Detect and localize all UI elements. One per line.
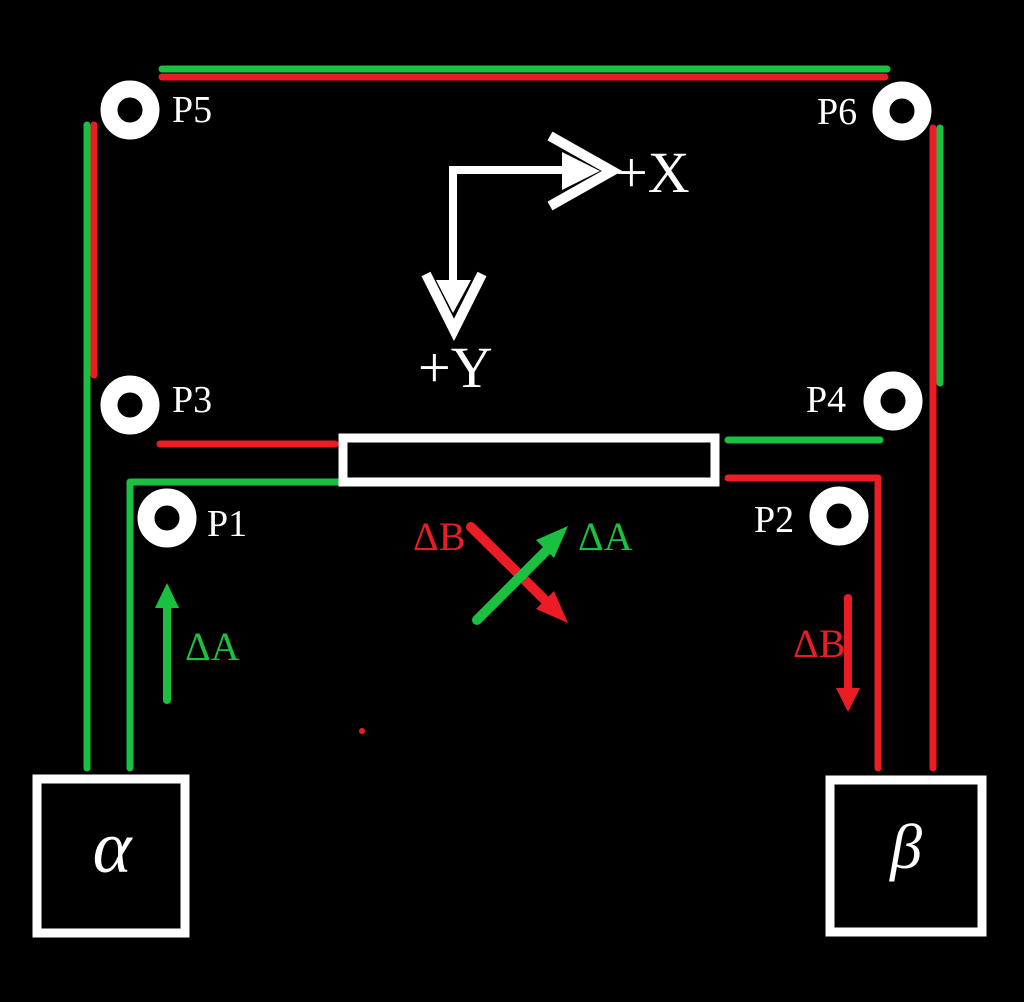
pulley-p6 xyxy=(872,81,932,141)
coordinate-axes: +X +Y xyxy=(418,131,690,400)
motor-alpha-box xyxy=(32,774,190,938)
axis-lines xyxy=(449,166,565,283)
delta-b-right-arrowhead-icon xyxy=(836,688,860,712)
delta-a-center-arrow-shaft xyxy=(472,543,554,625)
delta-a-left-arrowhead-icon xyxy=(155,583,179,608)
belt-a-left-inner-segment xyxy=(126,478,344,772)
y-axis-chevron-icon xyxy=(421,271,487,342)
pulley-p5-label: P5 xyxy=(172,89,212,131)
delta-a-center-arrowhead-icon xyxy=(536,526,568,558)
belt-b-right-inner-segment xyxy=(724,474,882,772)
y-axis-label: +Y xyxy=(418,335,493,400)
pulley-p3 xyxy=(100,375,160,435)
stray-red-mark xyxy=(359,728,365,734)
pulley-p3-label: P3 xyxy=(172,379,212,421)
pulley-p4 xyxy=(863,371,923,431)
y-axis-arrowhead-icon xyxy=(436,280,471,313)
delta-b-right-label: ΔB xyxy=(793,621,845,666)
pulleys: P1 P2 P3 P4 P5 P6 xyxy=(100,80,932,548)
delta-a-center-label: ΔA xyxy=(578,514,633,559)
pulley-p2-label: P2 xyxy=(754,499,794,541)
carriage-bar xyxy=(338,433,720,487)
delta-b-center-arrow-shaft xyxy=(466,522,554,609)
x-axis-label: +X xyxy=(615,140,690,205)
belt-motion-arrows: ΔA ΔB ΔB ΔA xyxy=(155,514,860,712)
belt-a-green xyxy=(83,65,944,772)
motor-beta-label: β xyxy=(888,811,922,882)
x-axis-arrowhead-icon xyxy=(562,152,600,190)
pulley-p2 xyxy=(809,486,869,546)
belt-b-red xyxy=(90,73,937,772)
pulley-p6-label: P6 xyxy=(817,91,857,133)
motors: α β xyxy=(32,774,987,938)
pulley-p4-label: P4 xyxy=(806,379,846,421)
x-axis-chevron-icon xyxy=(547,131,623,211)
pulley-p1-label: P1 xyxy=(207,503,247,545)
motor-beta-box xyxy=(825,775,987,937)
delta-a-left-label: ΔA xyxy=(185,624,240,669)
delta-b-center-label: ΔB xyxy=(413,514,465,559)
pulley-p5 xyxy=(100,80,160,140)
delta-b-center-arrowhead-icon xyxy=(536,591,568,623)
pulley-p1 xyxy=(137,488,197,548)
motor-alpha-label: α xyxy=(93,807,134,889)
